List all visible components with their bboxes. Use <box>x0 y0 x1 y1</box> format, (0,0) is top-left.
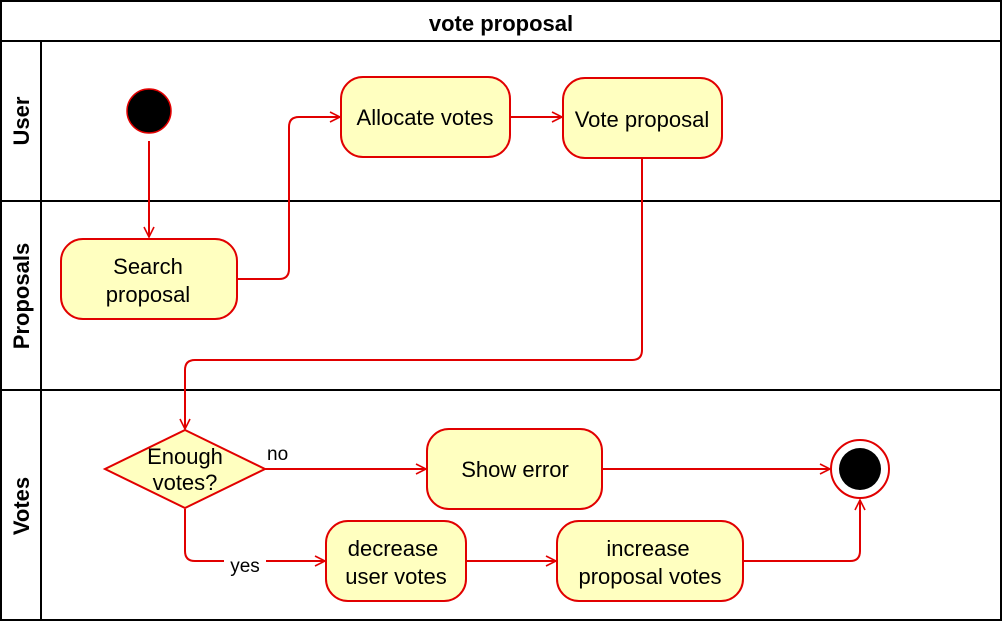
activity-label: proposal votes <box>578 564 721 589</box>
activity-label: proposal <box>106 282 190 307</box>
final-node <box>830 439 890 499</box>
activity-label: Search <box>113 254 183 279</box>
edge-vote-to-decision <box>185 158 643 429</box>
decision-enough-votes: Enough votes? <box>102 428 268 510</box>
activity-label: Allocate votes <box>357 105 494 130</box>
decision-label: votes? <box>153 470 218 495</box>
activity-label: Show error <box>461 457 569 482</box>
activity-increase-proposal-votes: increase proposal votes <box>556 520 744 602</box>
edge-search-to-allocate <box>237 117 340 280</box>
initial-node <box>126 88 172 134</box>
lane-labels: User Proposals Votes <box>9 96 34 535</box>
activity-label: increase <box>606 536 689 561</box>
activity-label: user votes <box>345 564 447 589</box>
edge-increase-to-end <box>743 500 860 562</box>
activity-label: Vote proposal <box>575 107 710 132</box>
lane-label-user: User <box>9 96 34 145</box>
decision-label: Enough <box>147 444 223 469</box>
activity-allocate-votes: Allocate votes <box>340 76 511 158</box>
nodes: Search proposal Allocate votes Vote prop… <box>60 76 890 602</box>
edge-labels: no yes <box>224 444 288 577</box>
edge-label-no: no <box>267 444 288 465</box>
lane-label-votes: Votes <box>9 477 34 535</box>
activity-show-error: Show error <box>426 428 603 510</box>
edges <box>149 117 860 561</box>
diagram-title: vote proposal <box>429 11 573 36</box>
activity-vote-proposal: Vote proposal <box>562 77 723 159</box>
activity-label: decrease <box>348 536 439 561</box>
edge-label-yes: yes <box>230 556 260 577</box>
activity-search-proposal: Search proposal <box>60 238 238 320</box>
edge-decision-to-decrease <box>184 509 325 561</box>
lane-label-proposals: Proposals <box>9 243 34 349</box>
activity-decrease-user-votes: decrease user votes <box>325 520 467 602</box>
